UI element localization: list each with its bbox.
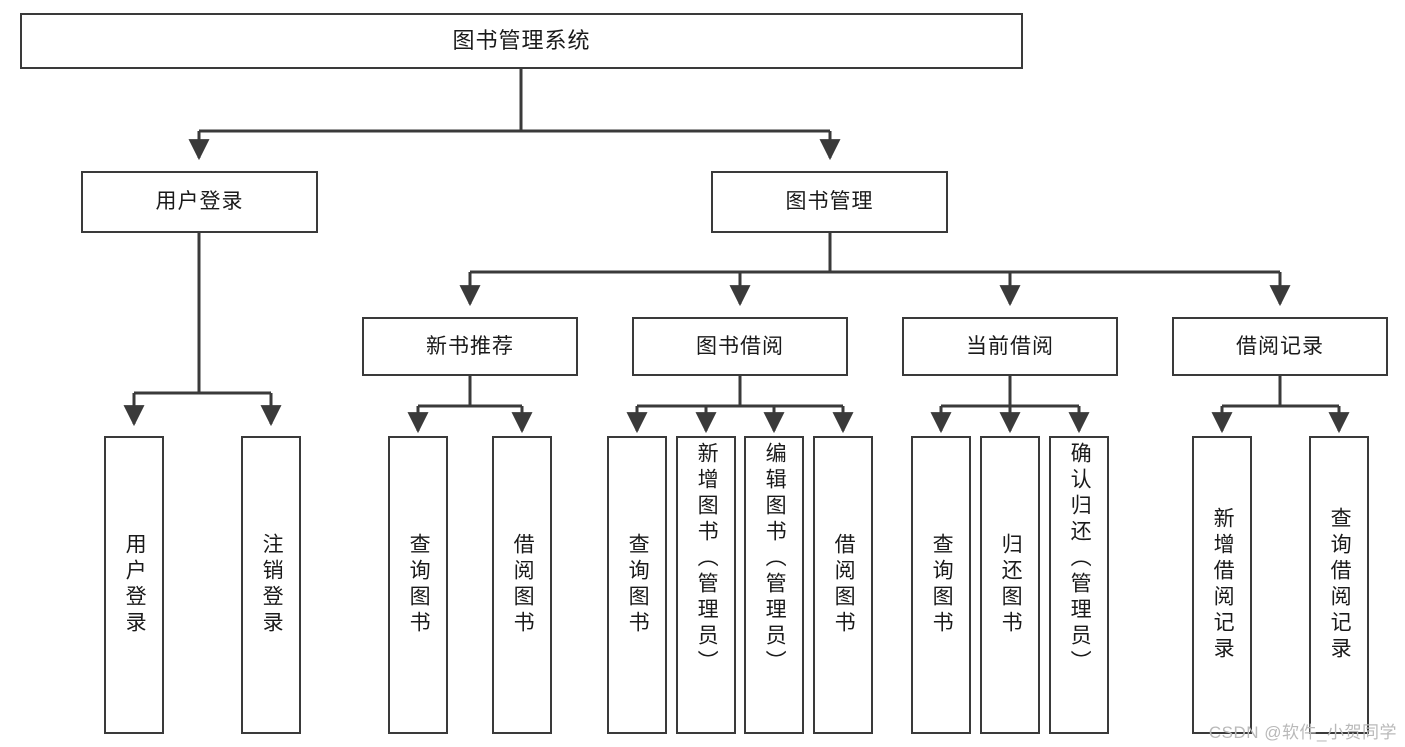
leaf-records-add-record[interactable]: 新增借阅记录 — [1192, 436, 1252, 734]
node-label: 查询图书 — [407, 533, 431, 637]
node-label: 归还图书 — [999, 533, 1023, 637]
watermark-text: CSDN @软件_小贺同学 — [1208, 723, 1397, 742]
leaf-borrow-add-book-admin[interactable]: 新增图书（管理员） — [676, 436, 736, 734]
leaf-user-logout[interactable]: 注销登录 — [241, 436, 301, 734]
leaf-borrow-borrow-book[interactable]: 借阅图书 — [813, 436, 873, 734]
leaf-user-login[interactable]: 用户登录 — [104, 436, 164, 734]
node-label: 确认归还（管理员） — [1068, 442, 1092, 676]
node-label: 借阅图书 — [832, 533, 856, 637]
node-label: 用户登录 — [155, 190, 244, 214]
node-label: 编辑图书（管理员） — [763, 442, 787, 676]
node-label: 新增图书（管理员） — [695, 442, 719, 676]
node-book-borrow[interactable]: 图书借阅 — [632, 317, 848, 376]
leaf-records-query-record[interactable]: 查询借阅记录 — [1309, 436, 1369, 734]
leaf-current-query-book[interactable]: 查询图书 — [911, 436, 971, 734]
leaf-current-confirm-return-admin[interactable]: 确认归还（管理员） — [1049, 436, 1109, 734]
node-current-borrow[interactable]: 当前借阅 — [902, 317, 1118, 376]
node-root-system[interactable]: 图书管理系统 — [20, 13, 1023, 69]
node-label: 图书管理 — [785, 190, 874, 214]
node-label: 查询图书 — [930, 533, 954, 637]
node-label: 新书推荐 — [426, 334, 514, 358]
node-label: 当前借阅 — [966, 334, 1054, 358]
node-label: 注销登录 — [260, 533, 284, 637]
node-label: 查询图书 — [626, 533, 650, 637]
leaf-recommend-query-book[interactable]: 查询图书 — [388, 436, 448, 734]
node-user-login[interactable]: 用户登录 — [81, 171, 318, 233]
node-book-management[interactable]: 图书管理 — [711, 171, 948, 233]
node-label: 用户登录 — [123, 533, 147, 637]
node-label: 借阅记录 — [1236, 334, 1324, 358]
node-label: 查询借阅记录 — [1328, 507, 1352, 663]
node-label: 图书管理系统 — [452, 27, 591, 53]
node-label: 借阅图书 — [511, 533, 535, 637]
node-label: 图书借阅 — [696, 334, 784, 358]
leaf-current-return-book[interactable]: 归还图书 — [980, 436, 1040, 734]
node-borrow-records[interactable]: 借阅记录 — [1172, 317, 1388, 376]
leaf-recommend-borrow-book[interactable]: 借阅图书 — [492, 436, 552, 734]
leaf-borrow-edit-book-admin[interactable]: 编辑图书（管理员） — [744, 436, 804, 734]
leaf-borrow-query-book[interactable]: 查询图书 — [607, 436, 667, 734]
node-label: 新增借阅记录 — [1211, 507, 1235, 663]
node-new-book-recommend[interactable]: 新书推荐 — [362, 317, 578, 376]
